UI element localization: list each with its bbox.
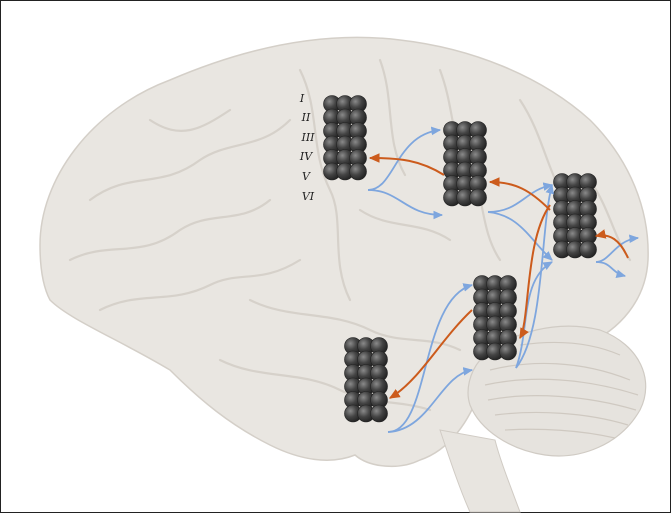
column-area-4 bbox=[473, 275, 517, 361]
feedforward-arrow bbox=[515, 183, 554, 369]
column-area-5 bbox=[344, 337, 388, 423]
column-area-1 bbox=[323, 95, 367, 181]
feedforward-connections bbox=[367, 126, 640, 433]
feedforward-arrow bbox=[515, 261, 553, 369]
brainstem-outline bbox=[439, 429, 521, 513]
feedforward-arrow bbox=[487, 182, 554, 213]
feedback-arrow bbox=[519, 204, 551, 340]
layer-label-ii: II bbox=[301, 111, 311, 124]
feedback-connections bbox=[368, 153, 629, 399]
layer-labels: I II III IV V VI bbox=[299, 92, 315, 203]
feedback-arrow bbox=[388, 309, 473, 399]
neuron-sphere bbox=[349, 162, 367, 181]
sulci-texture bbox=[68, 58, 632, 412]
feedforward-arrow bbox=[595, 261, 627, 278]
layer-label-v: V bbox=[302, 170, 311, 183]
neuron-sphere bbox=[370, 404, 388, 423]
feedback-arrow bbox=[368, 153, 445, 176]
neuron-sphere bbox=[469, 188, 487, 207]
neuron-sphere bbox=[579, 240, 597, 259]
feedforward-arrow bbox=[387, 367, 474, 433]
feedforward-arrow bbox=[487, 211, 553, 261]
layer-label-iv: IV bbox=[299, 150, 313, 163]
feedforward-arrow bbox=[367, 126, 442, 191]
feedback-arrow bbox=[488, 177, 551, 211]
layer-label-iii: III bbox=[300, 131, 315, 144]
column-area-3 bbox=[553, 173, 597, 259]
column-area-2 bbox=[443, 121, 487, 207]
cortical-columns bbox=[323, 95, 597, 423]
feedforward-arrow bbox=[367, 189, 444, 220]
layer-label-vi: VI bbox=[302, 190, 315, 203]
cerebellum-folia bbox=[484, 341, 639, 439]
neuron-sphere bbox=[499, 342, 517, 361]
layer-label-i: I bbox=[299, 92, 305, 105]
feedback-arrow bbox=[594, 229, 629, 259]
